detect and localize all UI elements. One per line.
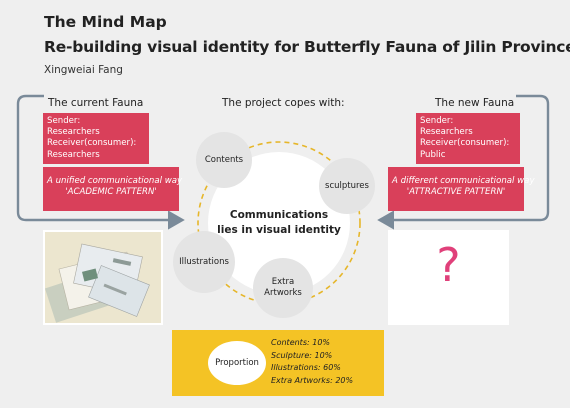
sender-line: Public — [420, 149, 446, 160]
sender-line: Sender: — [420, 116, 454, 126]
proportion-item: Sculpture: 10% — [271, 350, 333, 360]
slogan-line: 'ATTRACTIVE PATTERN' — [406, 187, 506, 198]
bubble-label-contents: Contents — [204, 155, 244, 165]
new-fauna-placeholder — [388, 230, 509, 325]
current-slogan-box: A unified communicational way 'ACADEMIC … — [43, 167, 183, 211]
project-copes-heading: The project copes with: — [222, 97, 345, 109]
proportion-bubble: Proportion — [208, 341, 266, 385]
sender-line: Sender: — [47, 116, 81, 126]
current-fauna-books-image — [43, 230, 163, 325]
slogan-line: A unified communicational way — [47, 176, 183, 186]
proportion-panel — [172, 330, 384, 396]
center-line: lies in visual identity — [217, 224, 341, 236]
current-sender-box: Sender: Researchers Receiver(consumer): … — [43, 113, 149, 164]
slogan-line: 'ACADEMIC PATTERN' — [65, 187, 157, 198]
bubble-label-extra-artworks: Extra Artworks — [253, 277, 313, 299]
sender-line: Researchers — [47, 127, 100, 138]
left-bracket-arrow — [16, 94, 185, 230]
current-fauna-heading: The current Fauna — [48, 97, 144, 109]
bubble-label-line: Extra — [271, 277, 295, 287]
proportion-label: Proportion — [215, 358, 259, 368]
question-mark: ? — [436, 238, 461, 292]
sender-line: Receiver(consumer): — [420, 138, 510, 149]
center-line: Communications — [229, 209, 329, 221]
proportion-item: Extra Artworks: 20% — [271, 375, 354, 385]
bubble-sculptures — [319, 158, 375, 214]
proportion-item: Contents: 10% — [271, 338, 331, 347]
bubble-illustrations — [173, 231, 235, 293]
proportion-list: Contents: 10% Sculpture: 10% Illustratio… — [271, 337, 353, 387]
bubble-contents — [196, 132, 252, 188]
sender-line: Receiver(consumer): — [47, 138, 137, 149]
sender-line: Researchers — [420, 127, 473, 138]
new-fauna-heading: The new Fauna — [435, 97, 515, 109]
slogan-line: A different communicational way — [392, 176, 535, 186]
proportion-item: Illustrations: 60% — [271, 363, 341, 373]
bubble-label-illustrations: Illustrations — [179, 257, 229, 267]
sender-line: Researchers — [47, 149, 100, 160]
center-statement: Communications lies in visual identity — [209, 208, 349, 238]
bubble-extra-artworks — [253, 258, 313, 318]
new-sender-box: Sender: Researchers Receiver(consumer): … — [416, 113, 520, 164]
right-bracket-arrow — [377, 94, 550, 230]
center-circle — [208, 152, 350, 294]
bubble-label-sculptures: sculptures — [325, 181, 369, 191]
author-name: Xingweiai Fang — [44, 64, 123, 76]
page-title: The Mind Map — [44, 13, 167, 31]
bubble-label-line: Artworks — [264, 288, 302, 298]
new-slogan-box: A different communicational way 'ATTRACT… — [388, 167, 535, 211]
page-subtitle: Re-building visual identity for Butterfl… — [44, 38, 570, 56]
